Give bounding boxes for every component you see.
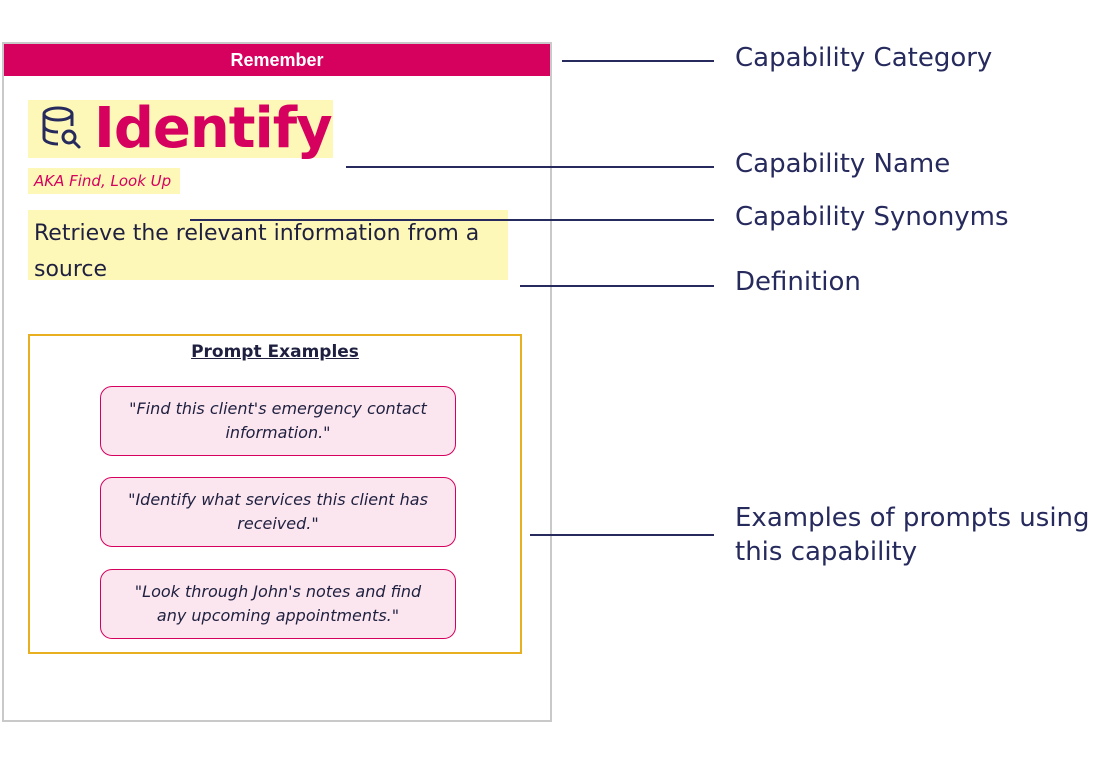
capability-name-highlight: Identify — [28, 96, 333, 161]
prompt-example: "Find this client's emergency contact in… — [100, 386, 456, 456]
capability-synonyms: AKA Find, Look Up — [34, 172, 172, 190]
prompt-example-text: "Look through John's notes and find any … — [134, 582, 422, 625]
prompt-example-text: "Find this client's emergency contact in… — [129, 399, 427, 442]
prompt-example-text: "Identify what services this client has … — [128, 490, 428, 533]
callout-examples: Examples of prompts using this capabilit… — [735, 503, 1090, 567]
capability-card: Remember Identify AKA Find, Look Up Retr… — [2, 42, 552, 722]
category-header: Remember — [4, 44, 550, 76]
category-label: Remember — [230, 49, 324, 70]
prompt-examples-box: Prompt Examples "Find this client's emer… — [28, 334, 522, 654]
definition-highlight: Retrieve the relevant information from a… — [28, 210, 508, 282]
callout-definition: Definition — [735, 267, 861, 297]
definition-text: Retrieve the relevant information from a… — [34, 221, 480, 282]
callout-name: Capability Name — [735, 149, 951, 179]
prompt-examples-title: Prompt Examples — [191, 342, 359, 362]
capability-synonyms-highlight: AKA Find, Look Up — [28, 168, 180, 194]
callout-synonyms: Capability Synonyms — [735, 202, 1009, 232]
prompt-example: "Look through John's notes and find any … — [100, 569, 456, 639]
database-search-icon — [42, 106, 81, 149]
capability-name: Identify — [94, 96, 333, 161]
prompt-example: "Identify what services this client has … — [100, 477, 456, 547]
callout-category: Capability Category — [735, 43, 993, 73]
